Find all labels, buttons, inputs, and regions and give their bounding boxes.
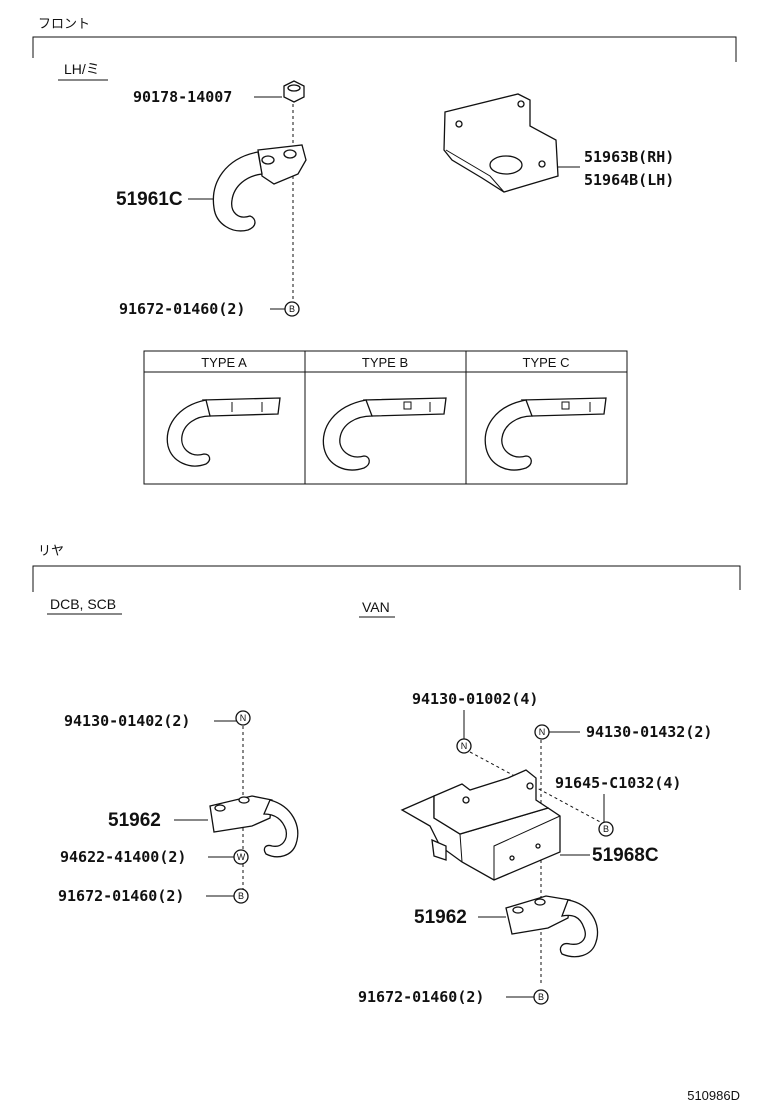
callout-w-circle bbox=[233, 849, 249, 865]
front-hook-part bbox=[212, 144, 307, 232]
part-91645-C1032[interactable]: 91645-C1032(4) bbox=[555, 774, 681, 792]
callout-b-circle bbox=[533, 989, 549, 1005]
part-94130-01002[interactable]: 94130-01002(4) bbox=[412, 690, 538, 708]
part-90178-14007[interactable]: 90178-14007 bbox=[133, 88, 232, 106]
part-51963B[interactable]: 51963B(RH) bbox=[584, 148, 674, 166]
part-94130-01432[interactable]: 94130-01432(2) bbox=[586, 723, 712, 741]
type-b-hook bbox=[322, 397, 447, 471]
front-variant-label: LH/ミ bbox=[64, 61, 100, 77]
bolt-part bbox=[283, 80, 305, 103]
part-51964B[interactable]: 51964B(LH) bbox=[584, 171, 674, 189]
part-51962-right[interactable]: 51962 bbox=[414, 907, 467, 928]
type-c-hook bbox=[484, 397, 607, 471]
diagram-code: 510986D bbox=[687, 1088, 740, 1103]
front-bracket-part bbox=[443, 93, 559, 193]
rear-left-variant: DCB, SCB bbox=[50, 596, 116, 612]
rear-left-hook-part bbox=[209, 795, 299, 858]
callout-n-letter: N bbox=[461, 741, 468, 751]
callout-n-letter: N bbox=[539, 727, 546, 737]
part-91672-01460-rear-left[interactable]: 91672-01460(2) bbox=[58, 887, 184, 905]
callout-b-circle bbox=[233, 888, 249, 904]
front-section-bracket bbox=[32, 36, 737, 62]
callout-w-letter: W bbox=[237, 852, 246, 862]
rear-section-bracket bbox=[32, 565, 741, 592]
part-94622-41400[interactable]: 94622-41400(2) bbox=[60, 848, 186, 866]
callout-b-letter: B bbox=[238, 891, 244, 901]
type-a-hook bbox=[166, 397, 281, 467]
type-c-label: TYPE C bbox=[523, 355, 570, 370]
callout-b-letter: B bbox=[289, 304, 295, 314]
part-91672-01460-front[interactable]: 91672-01460(2) bbox=[119, 300, 245, 318]
callout-b-letter: B bbox=[538, 992, 544, 1002]
callout-b-circle bbox=[284, 301, 300, 317]
front-heading: フロント bbox=[38, 17, 90, 32]
assembly-line bbox=[469, 751, 605, 825]
rear-van-bracket-part bbox=[400, 769, 561, 881]
rear-right-hook-part bbox=[505, 895, 599, 958]
part-51962-left[interactable]: 51962 bbox=[108, 810, 161, 831]
callout-n-circle bbox=[456, 738, 472, 754]
callout-b-circle bbox=[598, 821, 614, 837]
part-51961C[interactable]: 51961C bbox=[116, 189, 183, 210]
type-a-label: TYPE A bbox=[201, 355, 247, 370]
type-table bbox=[143, 350, 628, 485]
callout-b-letter: B bbox=[603, 824, 609, 834]
rear-right-variant: VAN bbox=[362, 599, 390, 615]
type-b-label: TYPE B bbox=[362, 355, 408, 370]
part-51968C[interactable]: 51968C bbox=[592, 845, 659, 866]
callout-n-circle bbox=[235, 710, 251, 726]
callout-n-letter: N bbox=[240, 713, 247, 723]
rear-heading: リヤ bbox=[38, 544, 64, 559]
part-91672-01460-rear-right[interactable]: 91672-01460(2) bbox=[358, 988, 484, 1006]
part-94130-01402[interactable]: 94130-01402(2) bbox=[64, 712, 190, 730]
